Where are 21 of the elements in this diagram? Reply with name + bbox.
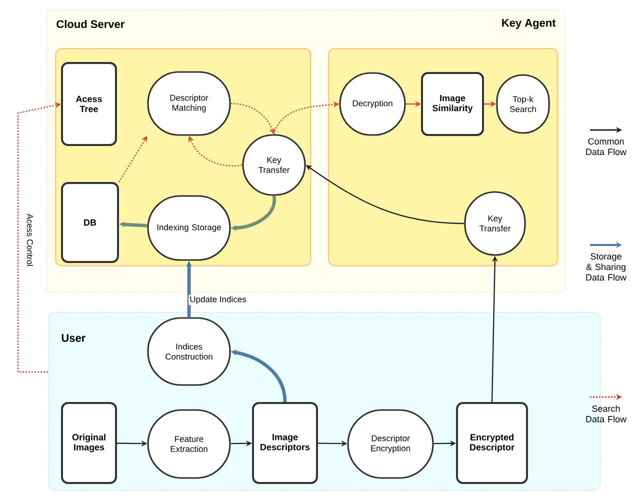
process-stadium: Key Transfer: [464, 191, 526, 256]
process-box: Original Images: [61, 402, 117, 484]
node-label: Cloud Server: [56, 20, 124, 28]
process-stadium: Indexing Storage: [147, 195, 231, 261]
process-stadium: Descriptor Matching: [147, 71, 231, 136]
edge-label: Update Indices: [188, 295, 248, 305]
legend-text: Search Data Flow: [586, 405, 627, 422]
process-box: DB: [61, 182, 119, 263]
process-stadium: Feature Extraction: [147, 409, 231, 479]
legend-text: Storage & Sharing Data Flow: [586, 253, 627, 281]
process-stadium: Descriptor Encryption: [347, 409, 434, 479]
legend-text: Common Data Flow: [586, 138, 627, 156]
process-box: Image Descriptors: [252, 402, 318, 484]
process-box: Acess Tree: [61, 62, 117, 146]
process-stadium: Key Transfer: [242, 134, 306, 196]
process-stadium: Indices Construction: [147, 317, 231, 386]
process-stadium: Top-k Search: [496, 74, 550, 134]
node-label: Key Agent: [502, 19, 556, 29]
process-box: Encrypted Descriptor: [456, 402, 528, 484]
process-box: Image Similarity: [421, 72, 484, 136]
process-stadium: Decryption: [339, 72, 406, 136]
